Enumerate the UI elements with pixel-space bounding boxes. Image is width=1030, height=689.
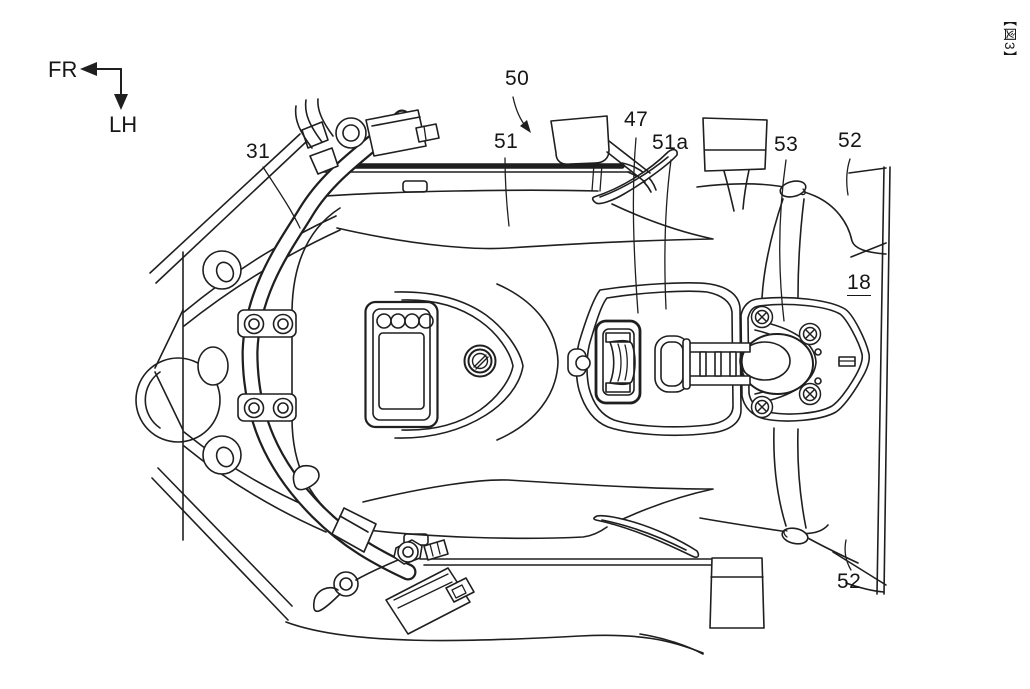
hinge-slot xyxy=(654,335,690,393)
orientation-arrows xyxy=(80,62,128,110)
figure-number-tag: 【図3】 xyxy=(1002,13,1017,66)
fuel-tank-outline xyxy=(291,189,714,540)
seat-bumper-bottom xyxy=(781,527,809,545)
seat-catch-flange-bottom xyxy=(593,514,700,558)
console-shield xyxy=(394,291,524,439)
bracket-box-top xyxy=(702,117,768,212)
part-label-31: 31 xyxy=(246,140,271,163)
lock-cylinder xyxy=(739,333,814,395)
seat-catch-flange-top xyxy=(591,148,678,205)
seat-latch xyxy=(594,319,642,405)
fuel-cap xyxy=(463,344,497,378)
brake-master-cylinder xyxy=(292,464,475,635)
smart-panel xyxy=(364,300,439,429)
part-label-52-top: 52 xyxy=(838,129,863,152)
seat-hinge-neck xyxy=(761,198,807,529)
leader-lines xyxy=(262,96,852,571)
bar-end-clamp xyxy=(294,98,440,175)
hinge-rod xyxy=(682,338,751,390)
lower-cowl-edge xyxy=(285,621,704,655)
fork-bottom-left xyxy=(202,435,242,475)
handlebar-riser-clamps xyxy=(237,309,297,422)
part-label-52-bottom: 52 xyxy=(837,570,862,593)
part-label-18: 18 xyxy=(847,271,872,296)
seat-outline xyxy=(696,166,891,595)
part-label-51a: 51a xyxy=(652,131,689,154)
bracket-box-bottom xyxy=(709,557,765,629)
seat-bumper-top xyxy=(779,180,807,198)
plate-screws xyxy=(750,305,822,419)
part-label-50: 50 xyxy=(505,67,530,90)
part-label-53: 53 xyxy=(774,133,799,156)
orientation-left-label: LH xyxy=(109,112,138,137)
orientation-front-label: FR xyxy=(48,57,78,82)
part-label-51: 51 xyxy=(494,130,519,153)
part-label-47: 47 xyxy=(624,108,649,131)
frame-rail-top xyxy=(319,162,657,193)
key-cylinder-cup xyxy=(550,115,651,192)
fork-top-left xyxy=(202,250,242,290)
